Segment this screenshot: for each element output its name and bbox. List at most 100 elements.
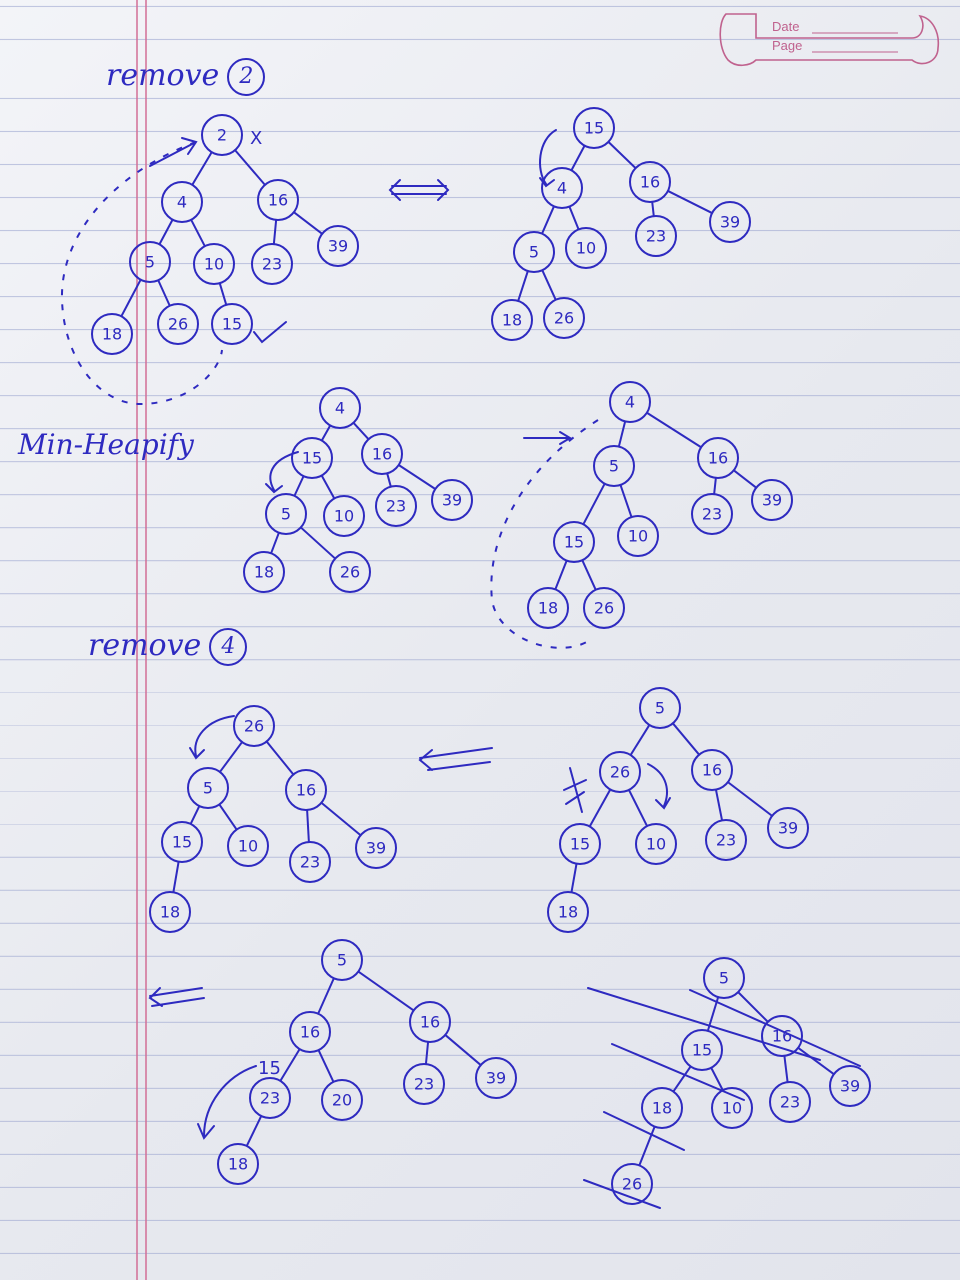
tree-node: 16 (697, 437, 739, 479)
node-value: 39 (366, 839, 386, 858)
curved-arrow (149, 137, 198, 167)
tree-edge (191, 151, 213, 186)
curved-arrow (265, 451, 299, 494)
tree-edge (541, 205, 555, 235)
node-value: 39 (486, 1069, 506, 1088)
swap-arrow (388, 179, 450, 201)
tree-edge (424, 1041, 430, 1065)
tree-edge (219, 741, 243, 773)
node-value: 15 (692, 1041, 712, 1060)
node-circle (641, 1087, 683, 1129)
tree-node: 23 (289, 841, 331, 883)
node-value: 4 (625, 393, 635, 412)
tree-edge (737, 991, 769, 1023)
tree-node: 26 (329, 551, 371, 593)
node-circle (681, 1029, 723, 1071)
node-value: 15 (222, 315, 242, 334)
node-circle (129, 241, 171, 283)
node-circle (617, 515, 659, 557)
node-circle (703, 957, 745, 999)
node-circle (329, 551, 371, 593)
crossing-line (689, 989, 861, 1067)
tree-node: 10 (635, 823, 677, 865)
dashed-curve (60, 141, 223, 406)
tree-node: 4 (609, 381, 651, 423)
tree-edge (245, 1115, 263, 1147)
node-circle (761, 1015, 803, 1057)
node-circle (265, 493, 307, 535)
tree-edge (628, 789, 648, 827)
tree-edge (320, 424, 332, 442)
tree-node: 10 (711, 1087, 753, 1129)
node-circle (491, 299, 533, 341)
tree-node: 10 (323, 495, 365, 537)
node-value: 15 (570, 835, 590, 854)
node-circle (251, 243, 293, 285)
node-circle (289, 841, 331, 883)
tree-edge (733, 469, 757, 489)
tree-edge (386, 473, 392, 487)
node-circle (355, 827, 397, 869)
date-page-frame (719, 13, 940, 67)
tree-node: 2 (201, 114, 243, 156)
tree-edge (638, 1126, 656, 1166)
node-value: 23 (262, 255, 282, 274)
node-value: 15 (302, 449, 322, 468)
heading-text: remove (106, 58, 220, 93)
node-value: 5 (719, 969, 729, 988)
node-circle (201, 114, 243, 156)
node-value: 26 (622, 1175, 642, 1194)
tree-node: 16 (409, 1001, 451, 1043)
node-value: 5 (203, 779, 213, 798)
node-value: 39 (442, 491, 462, 510)
node-circle (711, 1087, 753, 1129)
tree-node: 23 (691, 493, 733, 535)
node-circle (317, 225, 359, 267)
tree-edge (272, 219, 278, 245)
node-value: 15 (172, 833, 192, 852)
node-value: 16 (772, 1027, 792, 1046)
tree-node: 39 (355, 827, 397, 869)
tree-edge (797, 1047, 835, 1075)
tree-edge (218, 282, 228, 306)
tree-edge (265, 740, 295, 776)
node-value: 23 (386, 497, 406, 516)
node-value: 23 (414, 1075, 434, 1094)
node-value: 4 (177, 193, 187, 212)
tree-node: 26 (157, 303, 199, 345)
tree-edge (218, 803, 238, 831)
tree-node: 4 (161, 181, 203, 223)
node-value: 26 (244, 717, 264, 736)
node-value: 39 (762, 491, 782, 510)
node-value: 18 (228, 1155, 248, 1174)
tree-edge (554, 560, 568, 590)
date-page-box: Date Page (716, 8, 942, 70)
node-circle (547, 891, 589, 933)
node-value: 16 (268, 191, 288, 210)
tree-edge (120, 279, 142, 317)
node-circle (709, 201, 751, 243)
crossing-line (583, 1179, 661, 1209)
node-value: 16 (702, 761, 722, 780)
tree-node: 15 (681, 1029, 723, 1071)
tree-edge (617, 421, 627, 447)
node-value: 15 (564, 533, 584, 552)
tree-node: 23 (251, 243, 293, 285)
tree-node: 18 (641, 1087, 683, 1129)
tree-edge (713, 477, 717, 495)
node-circle (527, 587, 569, 629)
node-value: 26 (554, 309, 574, 328)
node-circle (157, 303, 199, 345)
node-circle (543, 297, 585, 339)
tree-edge (320, 475, 336, 499)
node-circle (769, 1081, 811, 1123)
node-value: 5 (281, 505, 291, 524)
node-circle (321, 1079, 363, 1121)
node-circle (583, 587, 625, 629)
tree-node: 39 (751, 479, 793, 521)
tree-node: 4 (319, 387, 361, 429)
